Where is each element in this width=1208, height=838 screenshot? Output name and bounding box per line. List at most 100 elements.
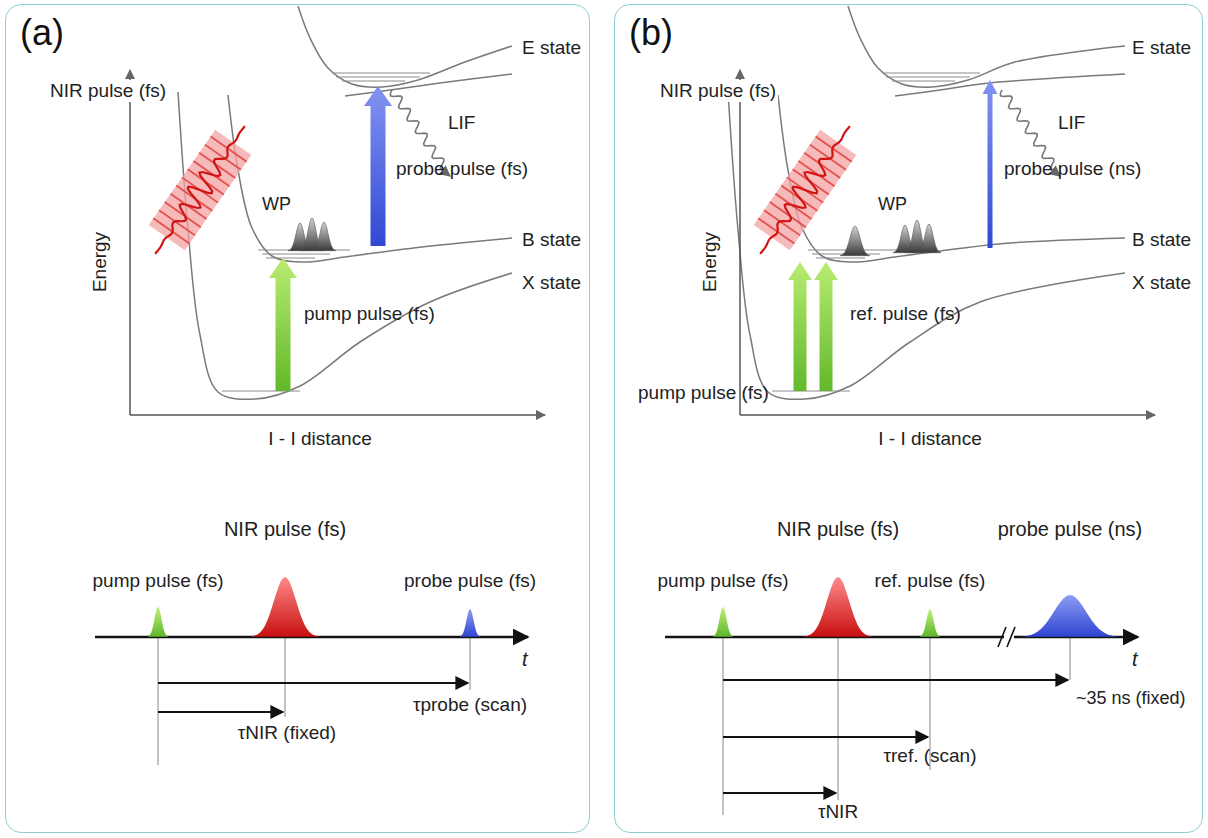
probe-pulse bbox=[459, 609, 481, 637]
potential-curve bbox=[298, 6, 512, 87]
energy-axis bbox=[739, 70, 741, 415]
annotation-label: probe pulse (fs) bbox=[404, 570, 536, 592]
delay-arrow bbox=[723, 679, 1068, 681]
time-marker bbox=[723, 637, 724, 815]
pulse-wavefront bbox=[211, 136, 247, 161]
annotation-label: Energy bbox=[699, 232, 721, 292]
annotation-label: probe pulse (ns) bbox=[1004, 158, 1141, 180]
pulse-wavefront bbox=[810, 145, 846, 170]
annotation-label: I - I distance bbox=[268, 428, 372, 450]
annotation-label: WP bbox=[262, 194, 291, 215]
annotation-label: LIF bbox=[1058, 112, 1085, 134]
reference-arrow bbox=[814, 262, 838, 391]
figure-panel: (b) bbox=[614, 4, 1203, 833]
pump-pulse bbox=[712, 607, 734, 637]
pump-pulse bbox=[147, 607, 169, 637]
annotation-label: E state bbox=[1132, 37, 1191, 59]
pulse-wavefront bbox=[816, 136, 852, 161]
time-marker bbox=[470, 637, 471, 690]
vibrational-level bbox=[266, 258, 315, 259]
annotation-label: NIR pulse (fs) bbox=[658, 80, 778, 102]
annotation-label: B state bbox=[1132, 229, 1191, 251]
pulse-wavefront bbox=[165, 202, 201, 227]
annotation-label: t bbox=[1132, 648, 1138, 671]
distance-axis bbox=[130, 414, 545, 416]
pulse-wavefront bbox=[758, 218, 794, 243]
vibrational-level bbox=[772, 391, 850, 392]
pulse-wavefront bbox=[153, 218, 189, 243]
time-marker bbox=[1070, 637, 1071, 680]
probe-pulse bbox=[1019, 595, 1121, 637]
nir-pulse bbox=[803, 577, 873, 637]
vibrational-level bbox=[332, 73, 430, 74]
annotation-label: Energy bbox=[89, 232, 111, 292]
annotation-label: NIR pulse (fs) bbox=[224, 518, 346, 541]
wave-packet bbox=[840, 226, 870, 256]
pulse-wavefront bbox=[764, 210, 800, 235]
nir-pulse-illustration bbox=[742, 113, 868, 266]
annotation-label: ref. pulse (fs) bbox=[850, 303, 961, 325]
pump-arrow bbox=[269, 258, 297, 391]
distance-axis bbox=[740, 414, 1155, 416]
pulse-field bbox=[751, 120, 859, 261]
vibrational-level bbox=[886, 77, 970, 78]
time-marker bbox=[838, 637, 839, 800]
annotation-label: τprobe (scan) bbox=[411, 694, 529, 716]
annotation-label: B state bbox=[522, 229, 581, 251]
vibrational-level bbox=[262, 254, 330, 255]
wave-packet bbox=[312, 222, 336, 251]
vibrational-level bbox=[342, 81, 405, 82]
axis-break bbox=[998, 627, 1006, 647]
annotation-label: probe pulse (ns) bbox=[998, 518, 1143, 541]
annotation-label: I - I distance bbox=[878, 428, 982, 450]
delay-arrow bbox=[158, 711, 283, 713]
nir-pulse bbox=[250, 577, 320, 637]
vibrational-level bbox=[816, 258, 865, 259]
annotation-label: X state bbox=[1132, 272, 1191, 294]
vibrational-level bbox=[336, 77, 420, 78]
vibrational-level bbox=[892, 81, 955, 82]
probe-arrow bbox=[983, 80, 998, 248]
annotation-label: pump pulse (fs) bbox=[304, 303, 435, 325]
pulse-wavefront bbox=[205, 145, 241, 170]
potential-curves bbox=[728, 6, 1155, 415]
annotation-label: ref. pulse (fs) bbox=[875, 570, 986, 592]
panel-letter: (a) bbox=[20, 13, 64, 53]
annotation-label: t bbox=[522, 648, 528, 671]
annotation-label: probe pulse (fs) bbox=[396, 158, 528, 180]
annotation-label: τref. (scan) bbox=[883, 745, 976, 767]
annotation-label: NIR pulse (fs) bbox=[777, 518, 899, 541]
delay-arrow bbox=[723, 792, 836, 794]
pulse-wavefront bbox=[199, 153, 235, 178]
annotation-label: pump pulse (fs) bbox=[638, 382, 769, 404]
potential-curve bbox=[178, 92, 512, 399]
energy-axis bbox=[129, 70, 131, 415]
annotation-label: NIR pulse (fs) bbox=[48, 80, 168, 102]
annotation-label: pump pulse (fs) bbox=[658, 570, 789, 592]
pulse-wavefront bbox=[804, 153, 840, 178]
pulse-wavefront bbox=[770, 202, 806, 227]
time-marker bbox=[158, 637, 159, 765]
annotation-label: ~35 ns (fixed) bbox=[1076, 688, 1186, 709]
annotation-label: LIF bbox=[448, 112, 475, 134]
wave-packet bbox=[917, 224, 941, 253]
annotation-label: pump pulse (fs) bbox=[93, 570, 224, 592]
panel-letter: (b) bbox=[629, 13, 673, 53]
axis-break bbox=[1007, 627, 1015, 647]
vibrational-level bbox=[882, 73, 980, 74]
potential-curves bbox=[130, 6, 545, 415]
pulse-wavefront bbox=[159, 210, 195, 235]
potential-curve bbox=[848, 6, 1125, 87]
delay-arrow bbox=[158, 682, 468, 684]
time-marker bbox=[285, 637, 286, 717]
probe-arrow bbox=[364, 86, 392, 246]
annotation-label: WP bbox=[878, 194, 907, 215]
reference-pulse bbox=[919, 609, 941, 637]
annotation-label: τNIR bbox=[818, 801, 858, 823]
pulse-field bbox=[146, 120, 254, 261]
annotation-label: τNIR (fixed) bbox=[238, 722, 336, 744]
timing-diagram bbox=[95, 577, 528, 765]
annotation-label: X state bbox=[522, 272, 581, 294]
